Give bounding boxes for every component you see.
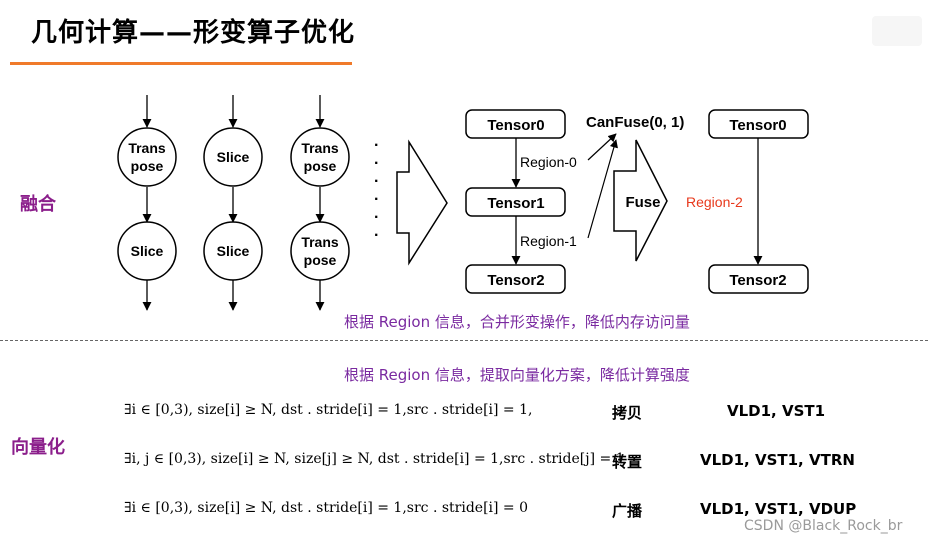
result-tensor2-label: Tensor2 <box>729 272 786 289</box>
fusion-section-label: 融合 <box>20 194 56 215</box>
region2-label: Region-2 <box>686 194 743 210</box>
op-transpose: 转置 <box>612 453 643 471</box>
inst-transpose: VLD1, VST1, VTRN <box>700 451 855 469</box>
tensor1-label: Tensor1 <box>487 195 544 212</box>
watermark: CSDN @Black_Rock_br <box>744 518 903 534</box>
graph-edges <box>142 95 325 311</box>
inst-copy: VLD1, VST1 <box>727 402 826 420</box>
op-node-0-1 <box>117 221 177 281</box>
op-node-2-1 <box>290 221 350 281</box>
op-node-1-0 <box>203 127 263 187</box>
op-node-1-1 <box>203 221 263 281</box>
ellipsis: ······ <box>374 137 379 244</box>
tensor0-label: Tensor0 <box>487 117 544 134</box>
region1-label: Region-1 <box>520 233 577 249</box>
op-node-label: Slice <box>217 149 250 165</box>
corner-decoration <box>872 16 922 46</box>
vectorize-section-label: 向量化 <box>11 437 65 458</box>
vectorize-caption: 根据 Region 信息，提取向量化方案，降低计算强度 <box>344 366 690 384</box>
title-underline <box>10 62 352 65</box>
op-copy: 拷贝 <box>612 404 643 422</box>
tensor2-label: Tensor2 <box>487 272 544 289</box>
canfuse-label: CanFuse(0, 1) <box>586 114 684 131</box>
op-node-0-0 <box>117 127 177 187</box>
result-tensor0-label: Tensor0 <box>729 117 786 134</box>
fuse-label: Fuse <box>625 194 660 211</box>
tensor2-box <box>465 264 566 294</box>
region0-label: Region-0 <box>520 154 577 170</box>
formula-transpose: ∃i, j ∈ [0,3), size[i] ≥ N, size[j] ≥ N,… <box>124 451 625 467</box>
op-node-2-0 <box>290 127 350 187</box>
op-node-label: Slice <box>217 243 250 259</box>
op-broadcast: 广播 <box>612 502 643 520</box>
formula-broadcast: ∃i ∈ [0,3), size[i] ≥ N, dst . stride[i]… <box>124 500 529 516</box>
fuse-arrow <box>613 139 668 262</box>
fusion-caption: 根据 Region 信息，合并形变操作，降低内存访问量 <box>344 313 690 331</box>
formula-copy: ∃i ∈ [0,3), size[i] ≥ N, dst . stride[i]… <box>124 402 533 418</box>
op-node-label: Slice <box>131 243 164 259</box>
section-divider <box>0 340 928 341</box>
result-tensor2-box <box>708 264 809 294</box>
transform-arrow <box>396 139 448 266</box>
page-title: 几何计算——形变算子优化 <box>31 18 356 48</box>
inst-broadcast: VLD1, VST1, VDUP <box>700 500 857 518</box>
